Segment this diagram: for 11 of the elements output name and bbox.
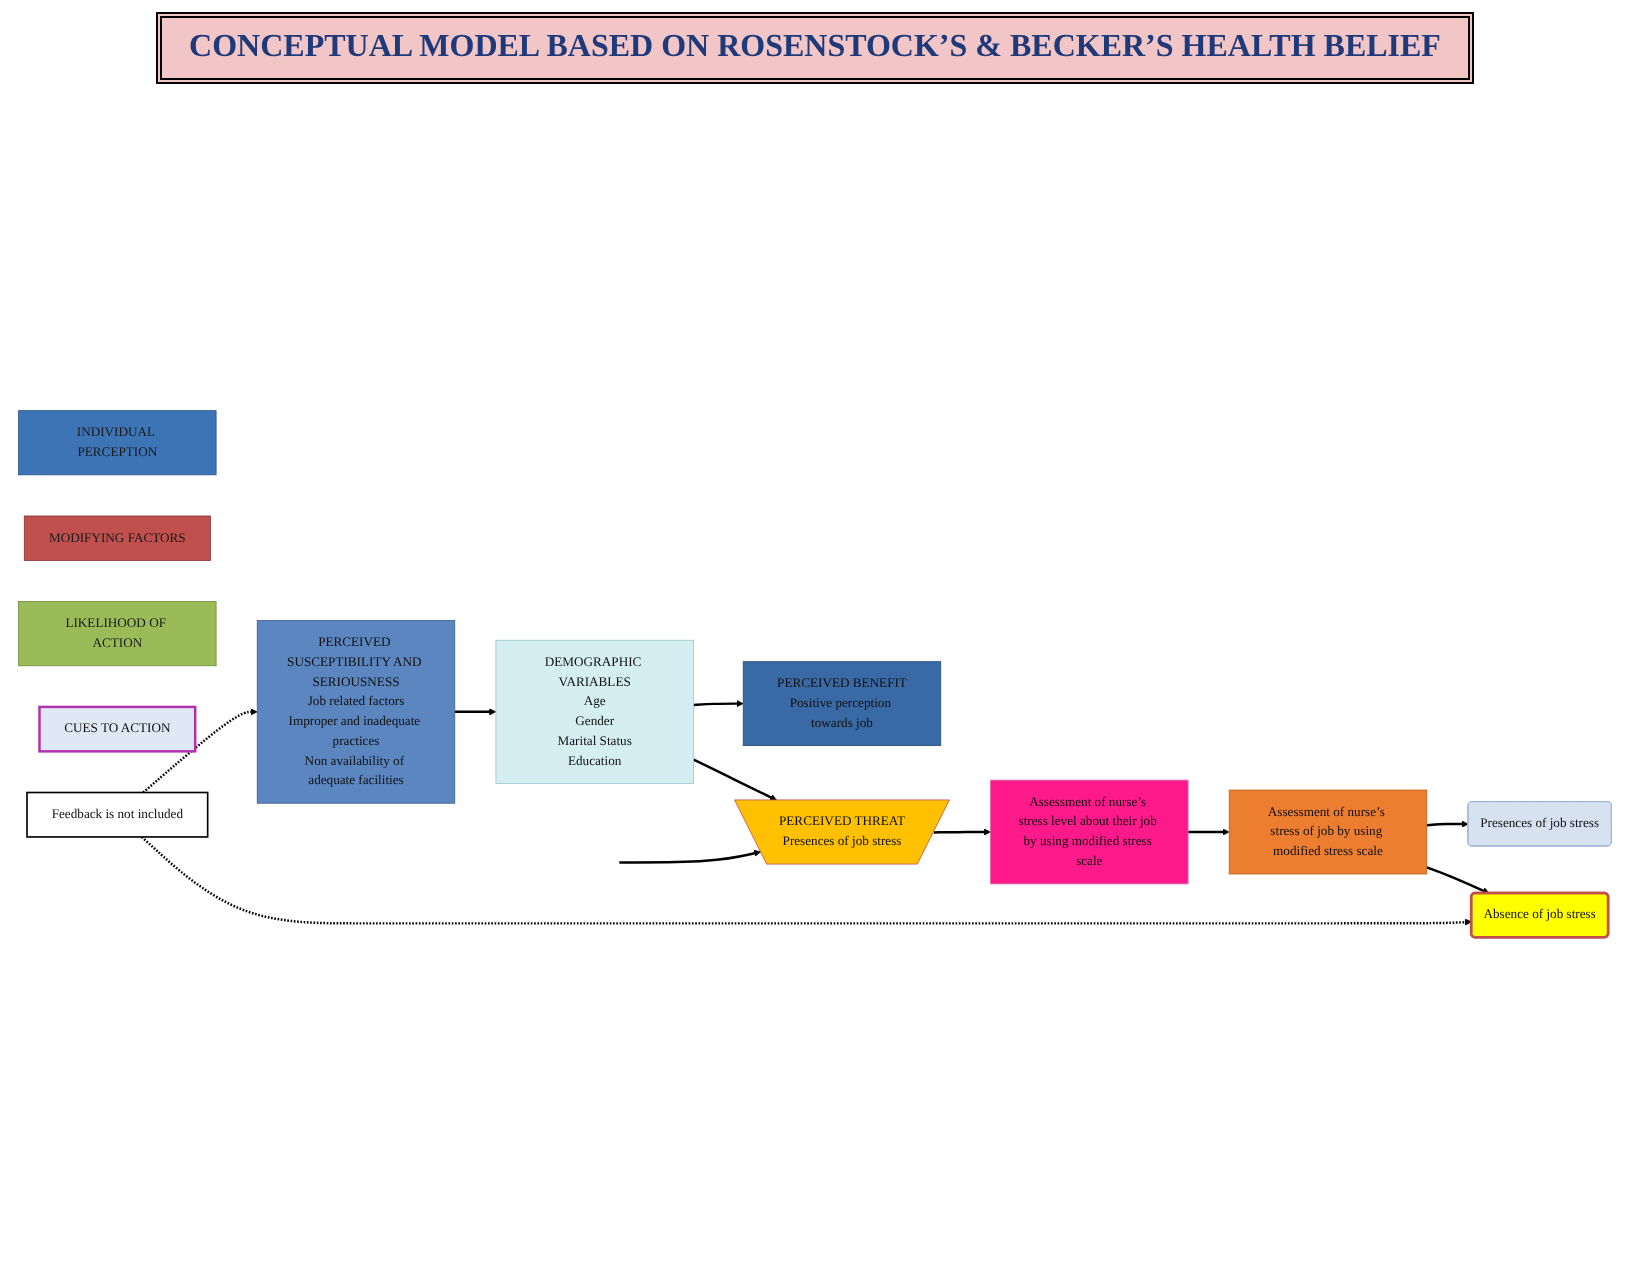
arrow [140, 836, 1472, 926]
arrow [1426, 866, 1490, 894]
arrow [693, 700, 744, 708]
arrow [619, 849, 762, 864]
arrow [933, 828, 991, 836]
arrow [454, 708, 497, 716]
arrow [142, 708, 258, 794]
diagram-title: CONCEPTUAL MODEL BASED ON ROSENSTOCK’S & BECKER’S HEALTH BELIEF [155, 12, 1475, 84]
arrow [1188, 828, 1230, 836]
arrow [1426, 820, 1469, 828]
arrow [692, 758, 778, 801]
